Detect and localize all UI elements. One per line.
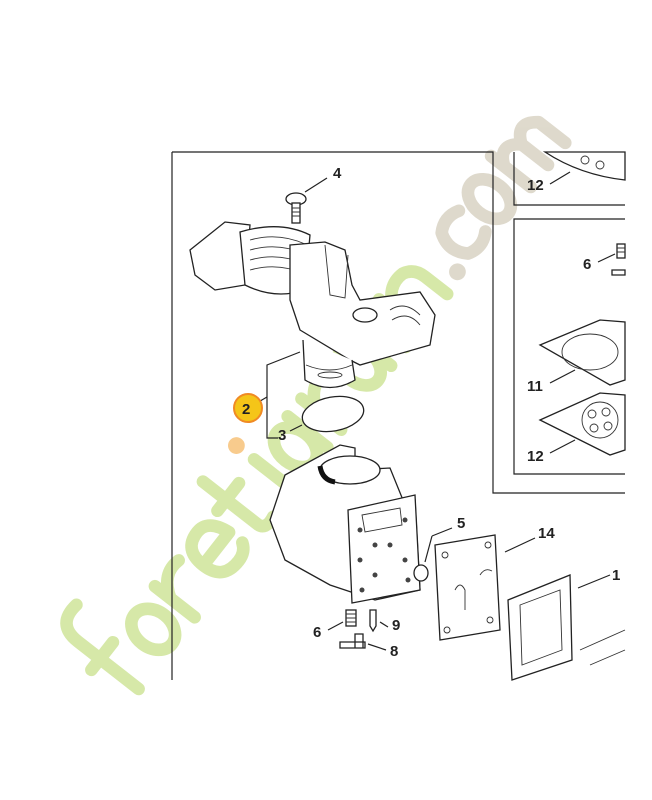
gasket-part <box>434 534 501 641</box>
cover-partial-part <box>507 574 573 681</box>
callout-8[interactable]: 8 <box>390 643 398 660</box>
screw-part <box>285 192 307 224</box>
watermark <box>60 115 572 696</box>
callout-1[interactable]: 1 <box>612 567 620 584</box>
lever-part <box>339 633 366 649</box>
callout-2-bracket <box>266 351 301 439</box>
callout-11[interactable]: 11 <box>527 378 543 395</box>
plug-part <box>413 564 429 582</box>
callout-9[interactable]: 9 <box>392 617 400 634</box>
callout-12-top[interactable]: 12 <box>527 177 544 194</box>
callout-12[interactable]: 12 <box>527 448 544 465</box>
inset-gasket-part <box>538 319 626 386</box>
o-ring-part <box>301 395 365 433</box>
callout-3[interactable]: 3 <box>278 427 286 444</box>
callout-6-inset[interactable]: 6 <box>583 256 591 273</box>
inset-spring-part <box>616 243 626 259</box>
callout-5[interactable]: 5 <box>457 515 465 532</box>
main-frame <box>172 151 625 494</box>
spring-part <box>345 609 357 627</box>
callout-4[interactable]: 4 <box>333 165 342 182</box>
needle-part <box>369 609 377 633</box>
callout-14[interactable]: 14 <box>538 525 555 542</box>
callout-2-highlight[interactable] <box>233 393 263 423</box>
callout-2[interactable]: 2 <box>242 401 250 418</box>
callout-6[interactable]: 6 <box>313 624 321 641</box>
inset-frame-top <box>513 152 625 206</box>
inset-top-diaphragm-part <box>542 151 626 181</box>
inset-frame <box>513 218 625 475</box>
carburetor-body-part <box>269 444 421 604</box>
throttle-housing-part <box>189 221 436 389</box>
